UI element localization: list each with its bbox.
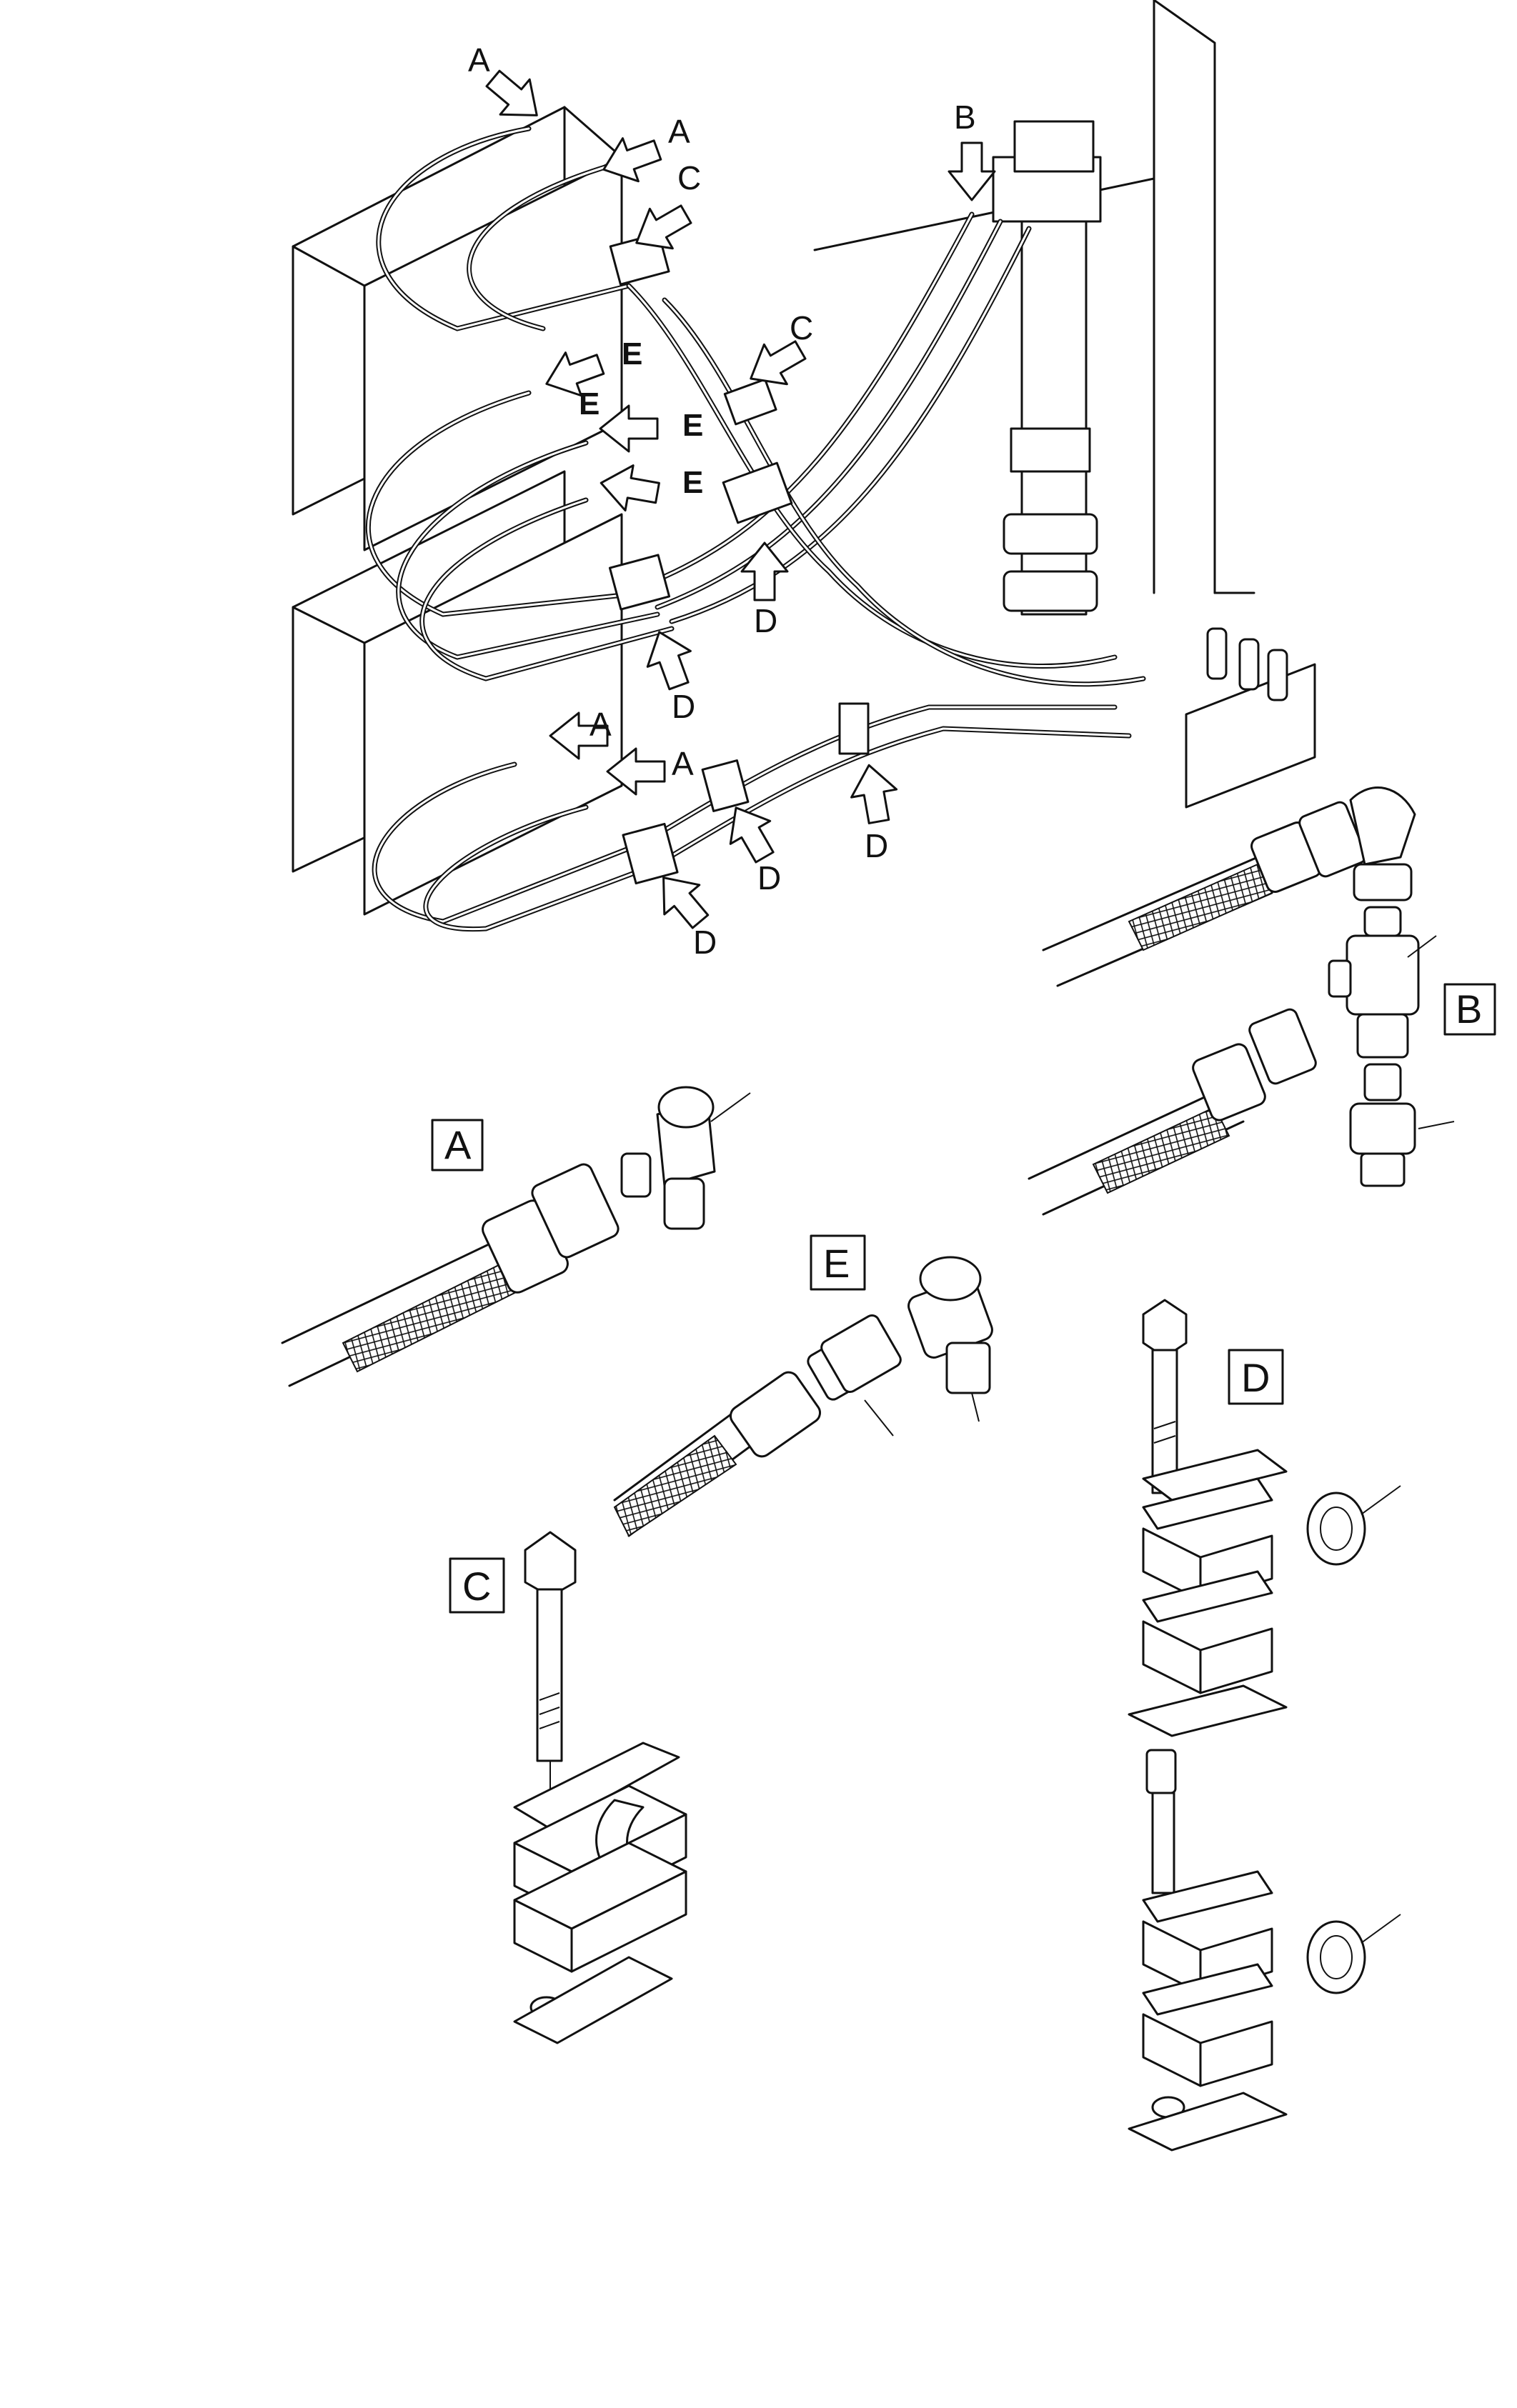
detail-box-d	[1228, 1349, 1284, 1405]
overview-clamps	[608, 232, 870, 885]
callout-a-1: A	[468, 41, 490, 79]
detail-box-c	[449, 1557, 505, 1614]
column-assembly	[992, 120, 1316, 809]
callout-c-2: C	[790, 309, 813, 346]
callout-d-3: D	[865, 827, 888, 864]
callout-d-5: D	[693, 924, 717, 961]
detail-box-c-label: C	[462, 1564, 491, 1609]
detail-a	[281, 1086, 751, 1387]
detail-box-e	[810, 1234, 866, 1291]
detail-box-d-label: D	[1241, 1355, 1270, 1400]
detail-d-clamp	[1128, 1299, 1401, 2152]
detail-box-b	[1443, 983, 1496, 1036]
callout-e-3: E	[682, 408, 703, 443]
callout-e-1: E	[622, 336, 642, 371]
hose-bundle-upper	[365, 126, 1146, 687]
machine-frame	[292, 0, 1255, 916]
callout-c-1: C	[677, 159, 701, 196]
callout-d-4: D	[757, 859, 781, 896]
callout-e-2: E	[579, 386, 600, 421]
detail-e	[613, 1256, 993, 1537]
callout-a-3: A	[590, 706, 612, 743]
detail-b	[1028, 786, 1455, 1216]
callout-e-4: E	[682, 465, 703, 500]
detail-c-clamp	[513, 1531, 687, 2044]
detail-box-a-label: A	[444, 1122, 472, 1167]
callout-d-2: D	[672, 688, 695, 725]
callout-a-4: A	[672, 745, 694, 782]
detail-box-e-label: E	[823, 1241, 850, 1286]
overview-callout-labels: A A C C B E E E E D D A A D D D	[468, 41, 976, 961]
callout-b: B	[954, 99, 976, 136]
callout-d-1: D	[754, 602, 777, 639]
detail-box-a	[431, 1119, 484, 1171]
detail-box-b-label: B	[1456, 986, 1482, 1031]
callout-a-2: A	[668, 113, 690, 150]
